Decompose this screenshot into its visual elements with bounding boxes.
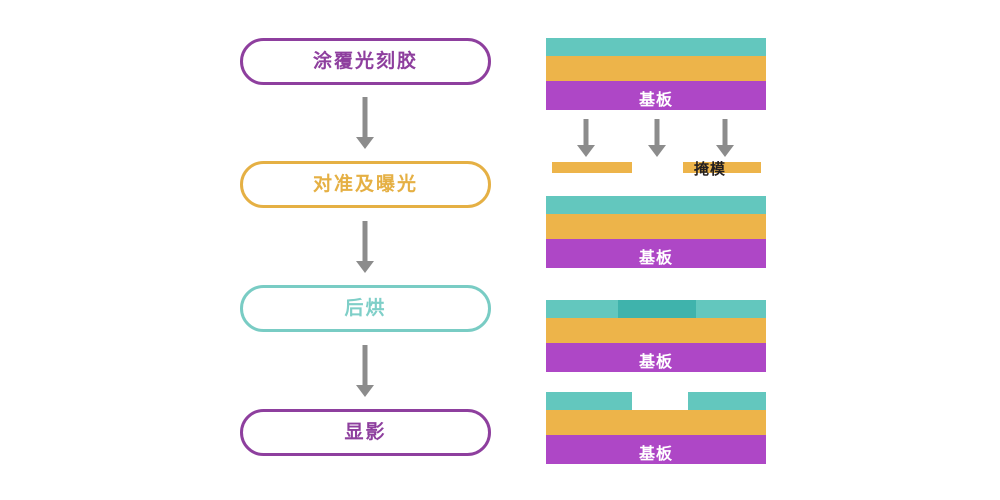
substrate-label: 基板 [638, 446, 673, 463]
substrate-label: 基板 [638, 354, 673, 371]
flow-arrow-2-icon [353, 221, 377, 273]
cross-section-developed-wafer: 基板 [546, 392, 766, 464]
flow-step-label: 涂覆光刻胶 [312, 51, 418, 72]
substrate-layer [546, 81, 766, 110]
photoresist-layer [546, 38, 766, 56]
photoresist-layer [546, 196, 766, 214]
photoresist-layer-left [546, 392, 632, 410]
flow-step-develop[interactable]: 显影 [240, 409, 491, 456]
mask-bar-left [552, 162, 632, 173]
exposure-arrow-3-icon [713, 119, 737, 157]
substrate-label: 基板 [638, 250, 673, 267]
oxide-layer [546, 318, 766, 343]
substrate-layer [546, 239, 766, 268]
exposure-arrow-2-icon [645, 119, 669, 157]
flow-step-label: 后烘 [344, 298, 387, 319]
oxide-layer [546, 410, 766, 435]
flow-step-post-bake[interactable]: 后烘 [240, 285, 491, 332]
oxide-layer [546, 214, 766, 239]
flow-arrow-3-icon [353, 345, 377, 397]
cross-section-exposed-wafer: 基板 [546, 300, 766, 372]
substrate-layer [546, 435, 766, 464]
flow-step-label: 对准及曝光 [312, 174, 418, 195]
mask-label: 掩模 [694, 161, 727, 178]
oxide-layer [546, 56, 766, 81]
exposed-photoresist-region [618, 300, 696, 318]
mask-bar-right [683, 162, 761, 173]
exposure-arrow-1-icon [574, 119, 598, 157]
substrate-layer [546, 343, 766, 372]
cross-section-coated-wafer: 基板 [546, 38, 766, 110]
flow-step-align-expose[interactable]: 对准及曝光 [240, 161, 491, 208]
flow-arrow-1-icon [353, 97, 377, 149]
substrate-label: 基板 [638, 92, 673, 109]
photoresist-layer-right [688, 392, 766, 410]
flow-step-coat-photoresist[interactable]: 涂覆光刻胶 [240, 38, 491, 85]
flow-step-label: 显影 [344, 422, 387, 443]
cross-section-masked-wafer: 基板 [546, 196, 766, 268]
